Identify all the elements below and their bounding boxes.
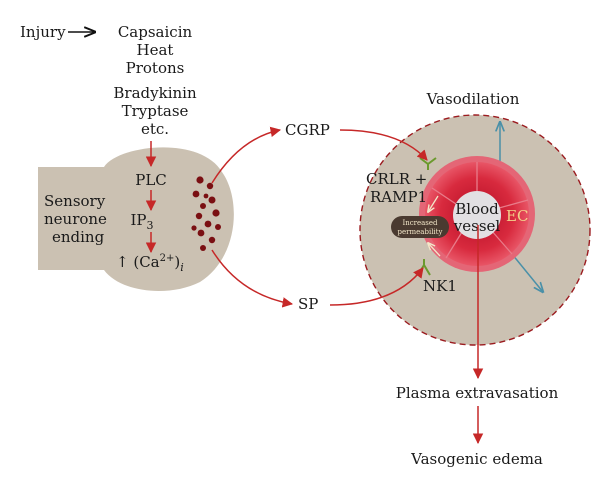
ec-label: EC (506, 207, 528, 225)
neurone-label-line3: ending (52, 228, 105, 246)
stimulus-capsaicin: Capsaicin (118, 23, 193, 41)
stimulus-bradykinin: Bradykinin (113, 84, 197, 102)
ip3-label: IP3 (130, 211, 153, 232)
vasogenic-edema-label: Vasogenic edema (410, 450, 543, 468)
vessel-lumen (453, 191, 501, 239)
cgrp-to-receptor-arrow (339, 129, 428, 161)
stimulus-heat: Heat (137, 41, 174, 59)
sp-to-receptor-arrow (329, 267, 424, 306)
permeability-arrow-upper (428, 195, 439, 212)
permeability-arrow-lower (428, 243, 441, 257)
endothelial-cell-borders (431, 162, 529, 259)
neurone-label-line1: Sensory (44, 192, 106, 210)
permeability-line2: permeability (398, 228, 443, 236)
injury-label: Injury (20, 23, 66, 41)
neuropeptide-granules (191, 176, 221, 251)
permeability-pill (391, 216, 449, 238)
vasodilation-label: Vasodilation (426, 90, 520, 108)
crlr-ramp1-label-line1: CRLR + (366, 170, 427, 188)
calcium-label: ↑ (Ca2+)i (116, 253, 184, 274)
granules-to-cgrp-arrow (211, 126, 282, 184)
sp-label: SP (298, 295, 318, 313)
stimulus-tryptase: Tryptase (122, 102, 189, 120)
sensory-neurone-shape (38, 147, 234, 292)
stimulus-protons: Protons (126, 59, 185, 77)
stimulus-etc: etc. (141, 120, 169, 138)
stimulus-list: Capsaicin Heat Protons Bradykinin Trypta… (113, 23, 197, 138)
vessel-label-line2: vessel (453, 217, 501, 235)
nk1-label: NK1 (423, 277, 457, 295)
plasma-extravasation-label: Plasma extravasation (396, 384, 559, 402)
granules-to-sp-arrow (211, 249, 294, 308)
crlr-ramp1-label-line2: RAMP1 (370, 188, 427, 206)
plc-label: PLC (135, 171, 167, 189)
neurone-label-line2: neurone (44, 210, 107, 228)
permeability-line1: Increased (402, 219, 438, 227)
vasodilation-arrows (500, 122, 543, 292)
cgrp-label: CGRP (285, 121, 330, 139)
vessel-label-line1: Blood (455, 200, 499, 218)
